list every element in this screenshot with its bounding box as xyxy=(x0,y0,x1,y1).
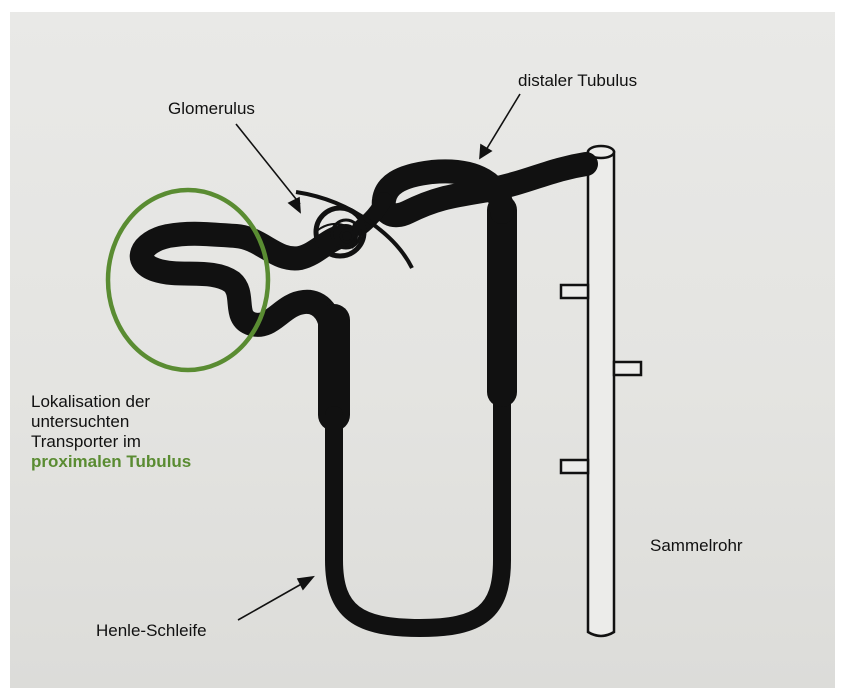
loop-of-henle-label: Henle-Schleife xyxy=(96,621,207,641)
glomerulus-arrow-line xyxy=(236,124,300,204)
henle-loop-thin xyxy=(334,390,502,628)
glomerulus-arrow-head xyxy=(289,198,300,212)
duct-stub-3 xyxy=(561,460,588,473)
duct-stub-1 xyxy=(561,285,588,298)
localization-line-2: untersuchten xyxy=(31,412,129,432)
proximal-tubule-label: proximalen Tubulus xyxy=(31,452,191,472)
duct-stub-2 xyxy=(614,362,641,375)
localization-line-1: Lokalisation der xyxy=(31,392,150,412)
proximal-convoluted-tubule xyxy=(142,234,346,332)
henle-arrow-line xyxy=(238,582,305,620)
collecting-duct xyxy=(561,146,641,636)
henle-arrow-head xyxy=(298,577,313,589)
distal-arrow-head xyxy=(480,145,491,158)
distal-convoluted-tubule xyxy=(384,164,586,215)
collecting-duct-label: Sammelrohr xyxy=(650,536,743,556)
localization-line-3: Transporter im xyxy=(31,432,141,452)
glomerulus-label: Glomerulus xyxy=(168,99,255,119)
distal-tubule-label: distaler Tubulus xyxy=(518,71,637,91)
distal-arrow-line xyxy=(486,94,520,150)
